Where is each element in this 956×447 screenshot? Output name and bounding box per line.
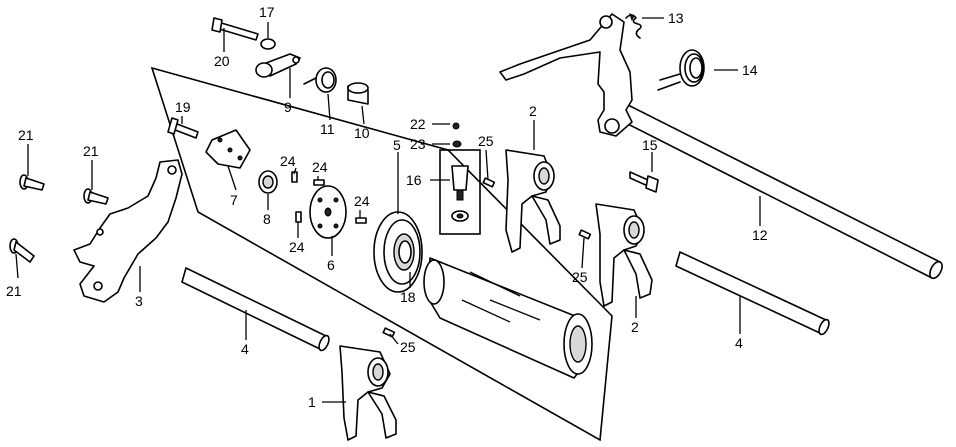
part-4-fork-shaft-left [181,267,330,352]
part-17-washer [260,38,276,50]
label-13: 13 [668,10,684,26]
part-8-collar [258,170,278,194]
label-24-c: 24 [289,239,305,255]
label-24-b: 24 [312,159,328,175]
mounting-plate-outline [150,66,613,442]
part-1-shift-fork-lower [339,345,397,441]
part-19-bolt [167,117,199,139]
part-25-pin-right [578,229,592,240]
part-24-pin-b [313,179,325,186]
part-9-arm [255,53,301,78]
part-12-gearshift-spindle [499,13,943,280]
label-19: 19 [175,99,191,115]
part-6-stopper-plate [309,185,347,239]
label-23: 23 [410,136,426,152]
label-6: 6 [327,257,335,273]
part-5-bearing [373,211,423,293]
part-21-screw-a [19,174,45,191]
leader-lines [15,17,761,403]
part-21-screw-c [9,238,35,263]
part-14-return-spring [657,49,705,91]
part-2-shift-fork-upper [505,149,561,253]
part-21-screw-b [83,188,109,205]
label-9: 9 [284,99,292,115]
label-14: 14 [742,62,758,78]
part-4-fork-shaft-right [675,251,830,336]
label-18: 18 [400,289,416,305]
label-24-a: 24 [280,153,296,169]
label-21-a: 21 [18,127,34,143]
label-25-lower: 25 [400,339,416,355]
label-11: 11 [320,121,335,137]
part-25-pin-upper [482,177,496,188]
part-10-collar [347,82,369,105]
label-24-d: 24 [354,193,370,209]
label-15: 15 [642,137,658,153]
part-16-neutral-switch [439,149,481,235]
label-1: 1 [308,394,316,410]
label-16: 16 [406,172,422,188]
label-17: 17 [259,4,275,20]
part-24-pin-d [355,217,367,224]
part-25-pin-lower [382,327,396,338]
part-23-washer [452,140,462,148]
label-4-right: 4 [735,335,743,351]
label-25-upper: 25 [478,133,494,149]
label-3: 3 [135,293,143,309]
label-2-right: 2 [631,319,639,335]
part-13-spring [625,13,642,39]
label-12: 12 [752,227,768,243]
label-7: 7 [230,192,238,208]
part-7-stopper-arm [205,129,251,169]
label-22: 22 [410,116,426,132]
part-3-bracket [73,159,183,303]
label-4-left: 4 [241,341,249,357]
label-10: 10 [354,125,370,141]
part-11-spring [303,67,337,93]
part-15-bolt [629,171,659,193]
label-25-right: 25 [572,269,588,285]
label-5: 5 [393,137,401,153]
label-20: 20 [214,53,230,69]
label-21-c: 21 [6,283,22,299]
label-21-b: 21 [83,143,99,159]
part-24-pin-c [295,211,302,223]
label-8: 8 [263,211,271,227]
label-2-upper: 2 [529,103,537,119]
part-22-clip [452,122,460,130]
part-20-bolt [211,17,259,41]
part-18-shift-drum [423,257,593,379]
part-2-shift-fork-right [595,203,653,307]
